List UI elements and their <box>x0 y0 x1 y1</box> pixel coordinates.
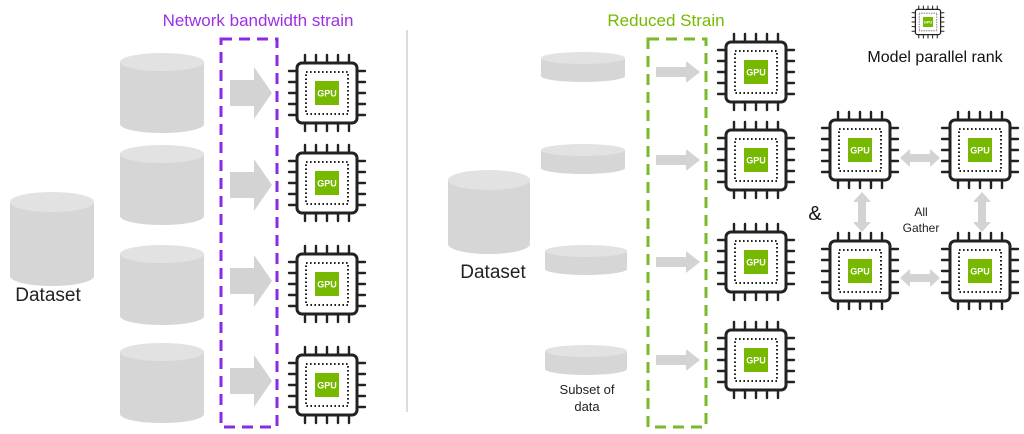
legend-gpu-chip-icon: GPU <box>911 5 945 39</box>
arrow-right-icon-4 <box>230 355 272 407</box>
gpu-chip-icon-mp3: GPU <box>820 231 900 311</box>
all-gather-label-line1: All <box>914 205 927 219</box>
gpu-chip-icon-l3: GPU <box>287 244 367 324</box>
right-panel-title: Reduced Strain <box>607 11 724 30</box>
ampersand: & <box>808 203 822 225</box>
left-panel-title: Network bandwidth strain <box>163 11 354 30</box>
gpu-chip-icon-mp1: GPU <box>820 110 900 190</box>
subset-cylinder-icon-2 <box>541 144 625 174</box>
gpu-chip-icon-r2: GPU <box>716 120 796 200</box>
double-arrow-icon-right <box>973 192 991 232</box>
bandwidth-strain-box <box>219 37 279 429</box>
dataset-cylinder-icon <box>10 192 94 286</box>
gpu-chip-icon-r3: GPU <box>716 222 796 302</box>
arrow-right-icon-r1 <box>656 61 700 83</box>
svg-text:GPU: GPU <box>317 89 337 99</box>
reduced-strain-box <box>646 37 708 429</box>
svg-text:GPU: GPU <box>970 146 990 156</box>
subset-cylinder-icon-4 <box>545 345 627 375</box>
svg-text:GPU: GPU <box>317 381 337 391</box>
gpu-chip-icon-mp2: GPU <box>940 110 1020 190</box>
right-dataset-label: Dataset <box>460 262 526 283</box>
subset-cylinder-icon-1 <box>541 52 625 82</box>
arrow-right-icon-r3 <box>656 251 700 273</box>
subset-label-line1: Subset of <box>560 382 615 397</box>
double-arrow-icon-left <box>853 192 871 232</box>
svg-text:GPU: GPU <box>970 267 990 277</box>
svg-text:GPU: GPU <box>746 156 766 166</box>
replica-cylinder-icon-1 <box>120 53 204 133</box>
arrow-right-icon-r2 <box>656 149 700 171</box>
double-arrow-icon-bottom <box>900 269 940 287</box>
gpu-chip-icon-mp4: GPU <box>940 231 1020 311</box>
dataset-cylinder-icon-right <box>448 170 530 254</box>
svg-text:GPU: GPU <box>850 146 870 156</box>
gpu-chip-icon-l2: GPU <box>287 143 367 223</box>
subset-cylinder-icon-3 <box>545 245 627 275</box>
subset-label-line2: data <box>574 399 600 414</box>
svg-text:GPU: GPU <box>746 356 766 366</box>
gpu-chip-icon-r1: GPU <box>716 32 796 112</box>
arrow-right-icon-3 <box>230 255 272 307</box>
gpu-chip-icon-l4: GPU <box>287 345 367 425</box>
svg-text:GPU: GPU <box>746 258 766 268</box>
legend-label: Model parallel rank <box>867 49 1003 66</box>
gpu-chip-icon-l1: GPU <box>287 53 367 133</box>
all-gather-label-line2: Gather <box>903 221 940 235</box>
svg-text:GPU: GPU <box>317 179 337 189</box>
arrow-right-icon-1 <box>230 67 272 119</box>
svg-text:GPU: GPU <box>924 20 932 24</box>
svg-text:GPU: GPU <box>317 280 337 290</box>
replica-cylinder-icon-2 <box>120 145 204 225</box>
arrow-right-icon-r4 <box>656 349 700 371</box>
arrow-right-icon-2 <box>230 159 272 211</box>
gpu-chip-icon-r4: GPU <box>716 320 796 400</box>
double-arrow-icon-top <box>900 149 940 167</box>
svg-text:GPU: GPU <box>746 68 766 78</box>
svg-text:GPU: GPU <box>850 267 870 277</box>
replica-cylinder-icon-4 <box>120 343 204 423</box>
left-dataset-label: Dataset <box>15 285 81 306</box>
replica-cylinder-icon-3 <box>120 245 204 325</box>
